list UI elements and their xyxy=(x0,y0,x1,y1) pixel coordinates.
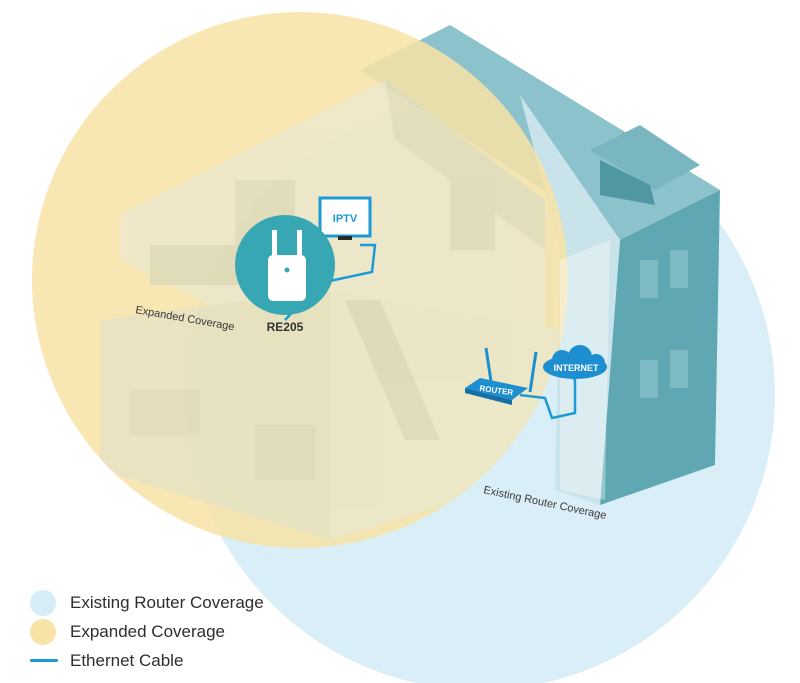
router-icon: ROUTER xyxy=(465,347,538,405)
ethernet-cable-swatch xyxy=(30,659,58,662)
legend-existing-label: Existing Router Coverage xyxy=(70,592,264,612)
legend-ethernet-label: Ethernet Cable xyxy=(70,650,184,670)
house-interior xyxy=(100,80,560,540)
expanded-coverage-swatch xyxy=(30,618,56,645)
extender-label: RE205 xyxy=(267,320,304,334)
existing-coverage-swatch xyxy=(30,589,56,616)
internet-label: INTERNET xyxy=(554,363,600,373)
range-extender-icon xyxy=(235,215,335,315)
legend-item-expanded: Expanded Coverage xyxy=(30,617,264,646)
iptv-label: IPTV xyxy=(333,213,358,225)
tv-icon: IPTV xyxy=(318,196,372,240)
legend-item-ethernet: Ethernet Cable xyxy=(30,646,264,675)
legend-item-existing: Existing Router Coverage xyxy=(30,588,264,617)
legend: Existing Router Coverage Expanded Covera… xyxy=(30,588,264,675)
cloud-icon: INTERNET xyxy=(543,345,607,379)
legend-expanded-label: Expanded Coverage xyxy=(70,621,226,641)
